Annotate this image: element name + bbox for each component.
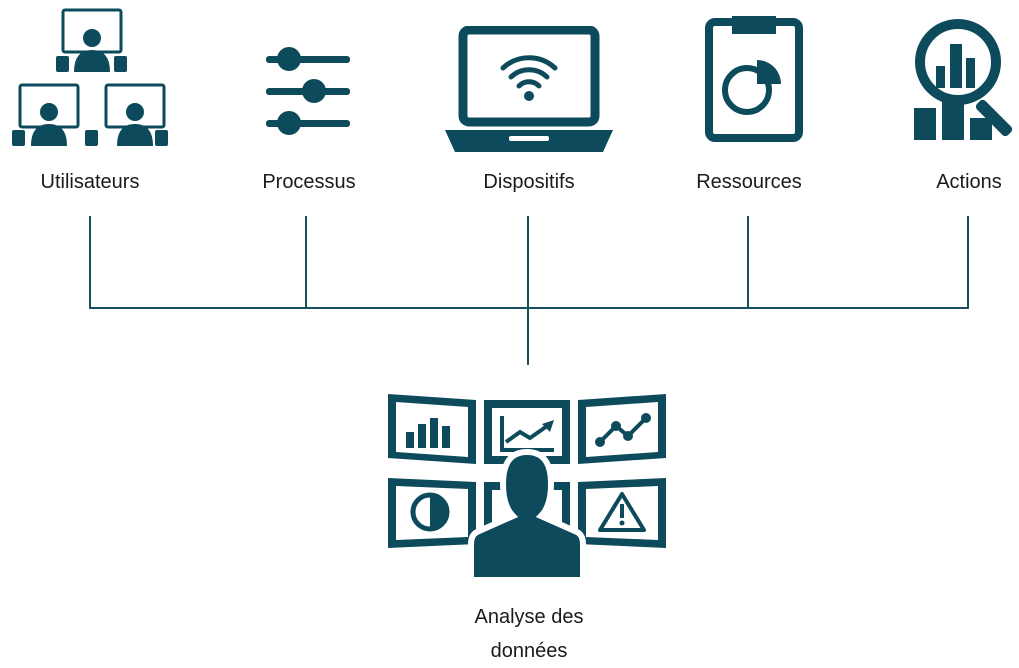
analyst-dashboard-icon — [386, 390, 672, 580]
label-dispositifs: Dispositifs — [483, 171, 575, 193]
label-utilisateurs: Utilisateurs — [40, 171, 140, 193]
hub-label-line2: données — [490, 640, 568, 662]
users-network-icon — [10, 8, 170, 152]
laptop-wifi-icon — [443, 26, 615, 154]
clipboard-chart-icon — [704, 12, 804, 142]
label-actions: Actions — [936, 171, 1002, 193]
label-ressources: Ressources — [696, 171, 802, 193]
hub-label-line1: Analyse des — [474, 606, 584, 628]
hub-label: Analyse des données — [429, 600, 629, 668]
sliders-icon — [262, 42, 354, 136]
label-processus: Processus — [262, 171, 356, 193]
search-chart-icon — [910, 14, 1019, 144]
